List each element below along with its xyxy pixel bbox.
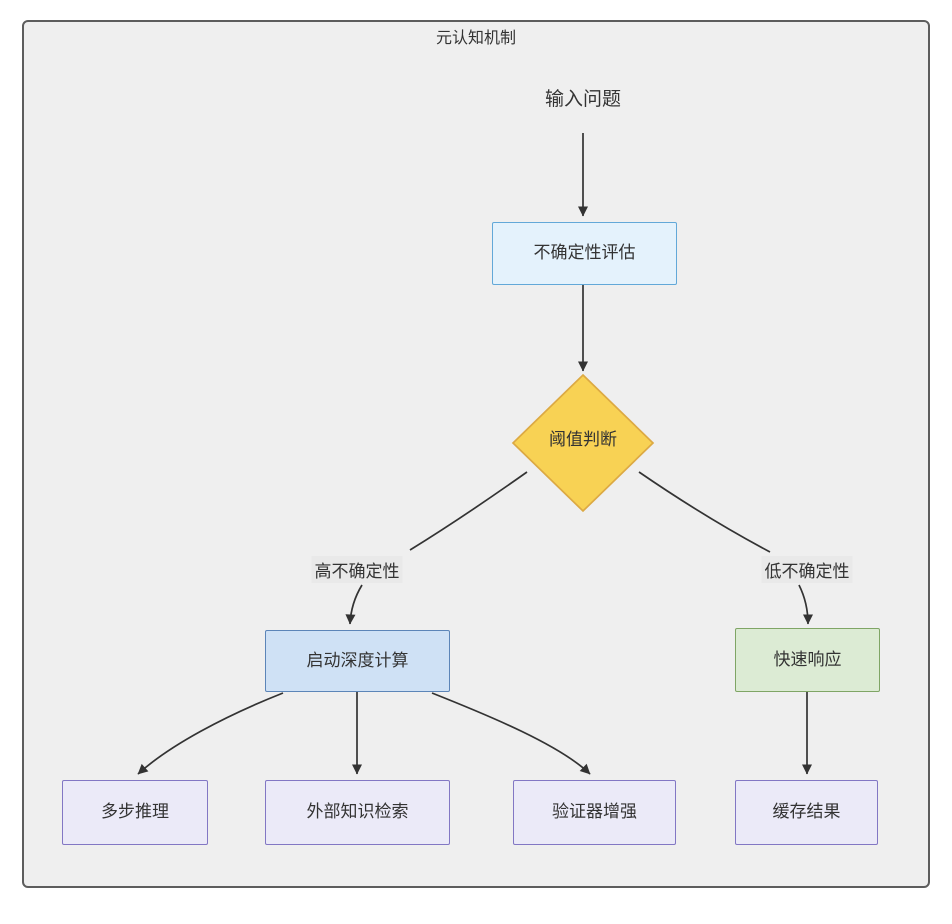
node-deep-computation: 启动深度计算 bbox=[265, 630, 450, 692]
node-fast-response: 快速响应 bbox=[735, 628, 880, 692]
node-cached-result-label: 缓存结果 bbox=[772, 802, 841, 822]
diagram-frame bbox=[22, 20, 930, 888]
node-deep-computation-label: 启动深度计算 bbox=[306, 650, 409, 670]
node-external-knowledge-retrieval-label: 外部知识检索 bbox=[306, 802, 409, 822]
node-external-knowledge-retrieval: 外部知识检索 bbox=[265, 780, 450, 845]
node-fast-response-label: 快速响应 bbox=[773, 649, 842, 669]
node-input-question: 输入问题 bbox=[523, 86, 643, 114]
node-multi-step-reasoning-label: 多步推理 bbox=[101, 802, 169, 822]
edge-label-high-uncertainty: 高不确定性 bbox=[311, 556, 403, 583]
node-input-question-label: 输入问题 bbox=[544, 88, 621, 110]
node-cached-result: 缓存结果 bbox=[735, 780, 878, 845]
threshold-decision-text: 阈值判断 bbox=[549, 430, 617, 449]
node-uncertainty-assessment: 不确定性评估 bbox=[492, 222, 677, 285]
node-verifier-enhancement: 验证器增强 bbox=[513, 780, 676, 845]
edge-label-low-uncertainty: 低不确定性 bbox=[761, 556, 853, 583]
diagram-title: 元认知机制 bbox=[435, 30, 516, 47]
node-threshold-decision-label: 阈值判断 bbox=[513, 425, 653, 450]
node-verifier-enhancement-label: 验证器增强 bbox=[552, 802, 637, 822]
node-uncertainty-assessment-label: 不确定性评估 bbox=[533, 243, 636, 263]
node-multi-step-reasoning: 多步推理 bbox=[62, 780, 208, 845]
